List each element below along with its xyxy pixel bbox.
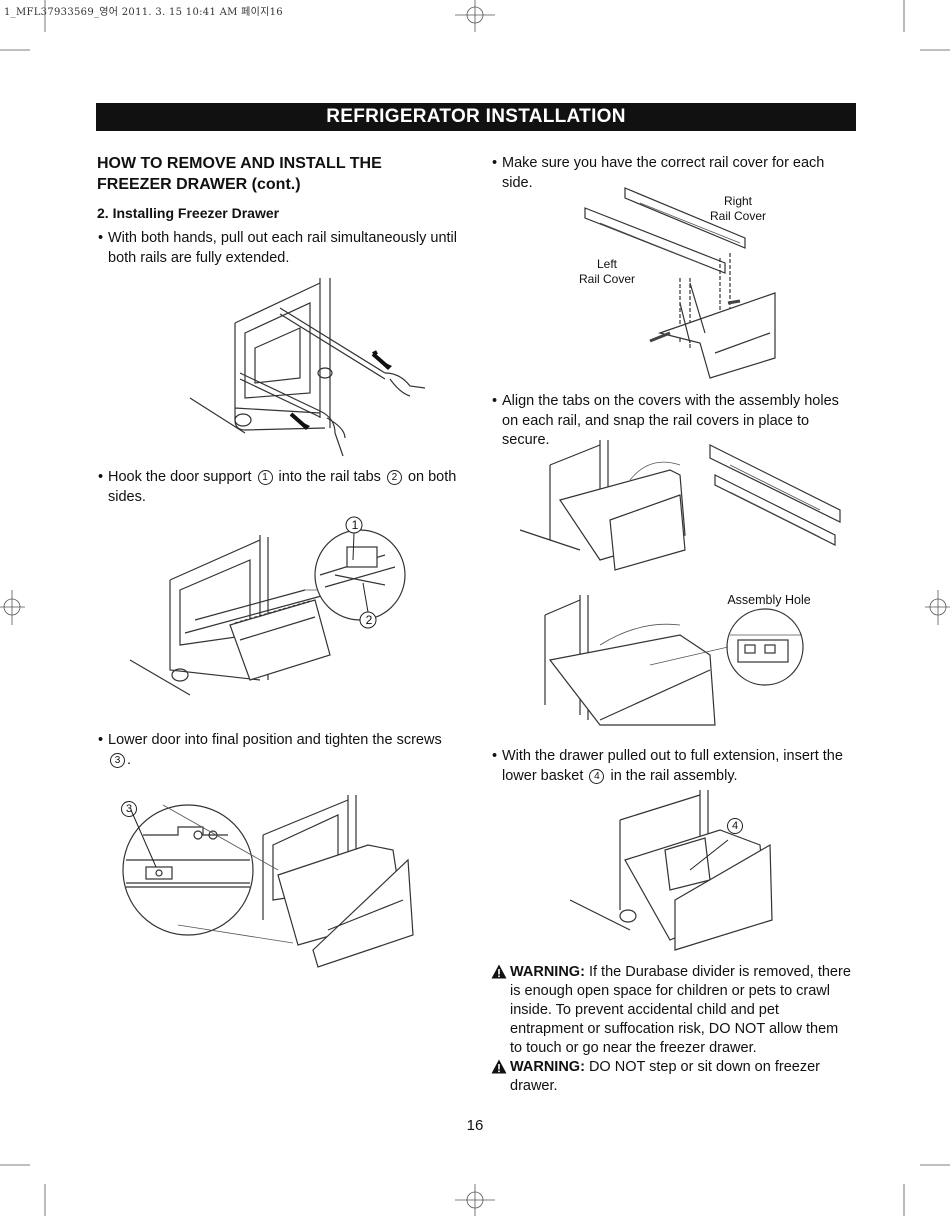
bullet-lower-door: • Lower door into final position and tig… xyxy=(98,731,458,770)
label-right-rail-cover: Right Rail Cover xyxy=(709,194,766,223)
callout-marker-4: 4 xyxy=(589,768,605,784)
figure-lower-basket xyxy=(569,790,773,951)
bullet-text-part: into the rail tabs xyxy=(274,469,385,485)
figure-assembly-hole xyxy=(544,595,804,726)
bullet-pull-rails: • With both hands, pull out each rail si… xyxy=(98,229,458,268)
bullet-marker: • xyxy=(492,155,498,171)
bullet-marker: • xyxy=(98,469,104,485)
warning-label: WARNING: xyxy=(510,964,585,980)
page-number: 16 xyxy=(466,1117,484,1134)
bullet-marker: • xyxy=(492,748,498,764)
print-header: 1_MFL37933569_영어 2011. 3. 15 10:41 AM 페이… xyxy=(4,7,283,18)
warning-text: If the Durabase divider is removed, ther… xyxy=(510,964,851,1056)
bullet-rail-cover-check: • Make sure you have the correct rail co… xyxy=(492,154,852,193)
label-left-rail-cover: Left Rail Cover xyxy=(578,257,635,286)
section-title: HOW TO REMOVE AND INSTALL THE FREEZER DR… xyxy=(97,155,382,193)
bullet-text-part: on both sides. xyxy=(108,469,457,505)
warning-triangle-icon xyxy=(491,964,507,979)
bullet-text: Align the tabs on the covers with the as… xyxy=(502,393,839,448)
callout-marker-3: 3 xyxy=(110,752,125,768)
bullet-text-part: . xyxy=(127,751,132,768)
bullet-hook-door-support: • Hook the door support 1 into the rail … xyxy=(98,468,458,507)
figure-snap-rail-covers xyxy=(519,440,841,571)
callout-label-2: 2 xyxy=(365,613,373,627)
bullet-text-part: in the rail assembly. xyxy=(606,767,738,784)
callout-label-3: 3 xyxy=(121,801,137,817)
bullet-text-part: With the drawer pulled out to full exten… xyxy=(502,748,843,784)
bullet-marker: • xyxy=(98,230,104,246)
bullet-text: With both hands, pull out each rail simu… xyxy=(108,230,457,266)
bullet-text: Make sure you have the correct rail cove… xyxy=(502,155,825,191)
bullet-insert-lower-basket: • With the drawer pulled out to full ext… xyxy=(492,747,857,786)
bullet-marker: • xyxy=(98,732,104,748)
bullet-align-tabs: • Align the tabs on the covers with the … xyxy=(492,392,857,451)
callout-marker-2: 2 xyxy=(386,470,402,485)
bullet-text-part: Hook the door support xyxy=(108,469,256,485)
page-banner-title: REFRIGERATOR INSTALLATION xyxy=(96,103,856,131)
label-assembly-hole: Assembly Hole xyxy=(727,593,811,607)
figure-rail-covers xyxy=(584,187,776,379)
callout-label-4: 4 xyxy=(727,818,743,834)
warning-do-not-step: WARNING: DO NOT step or sit down on free… xyxy=(491,1058,853,1096)
subsection-title: 2. Installing Freezer Drawer xyxy=(97,205,280,221)
callout-label-1: 1 xyxy=(351,518,359,532)
warning-triangle-icon xyxy=(491,1059,507,1074)
warning-text: DO NOT step or sit down on freezer drawe… xyxy=(510,1059,820,1094)
callout-marker-1: 1 xyxy=(257,470,273,485)
bullet-text-part: Lower door into final position and tight… xyxy=(108,732,442,748)
figure-hook-door-support xyxy=(129,516,406,696)
warning-label: WARNING: xyxy=(510,1059,585,1075)
warning-durabase-divider: WARNING: If the Durabase divider is remo… xyxy=(491,963,853,1058)
figure-pull-out-rails xyxy=(189,278,426,457)
figure-lower-door-screws xyxy=(122,795,414,968)
bullet-marker: • xyxy=(492,393,498,409)
